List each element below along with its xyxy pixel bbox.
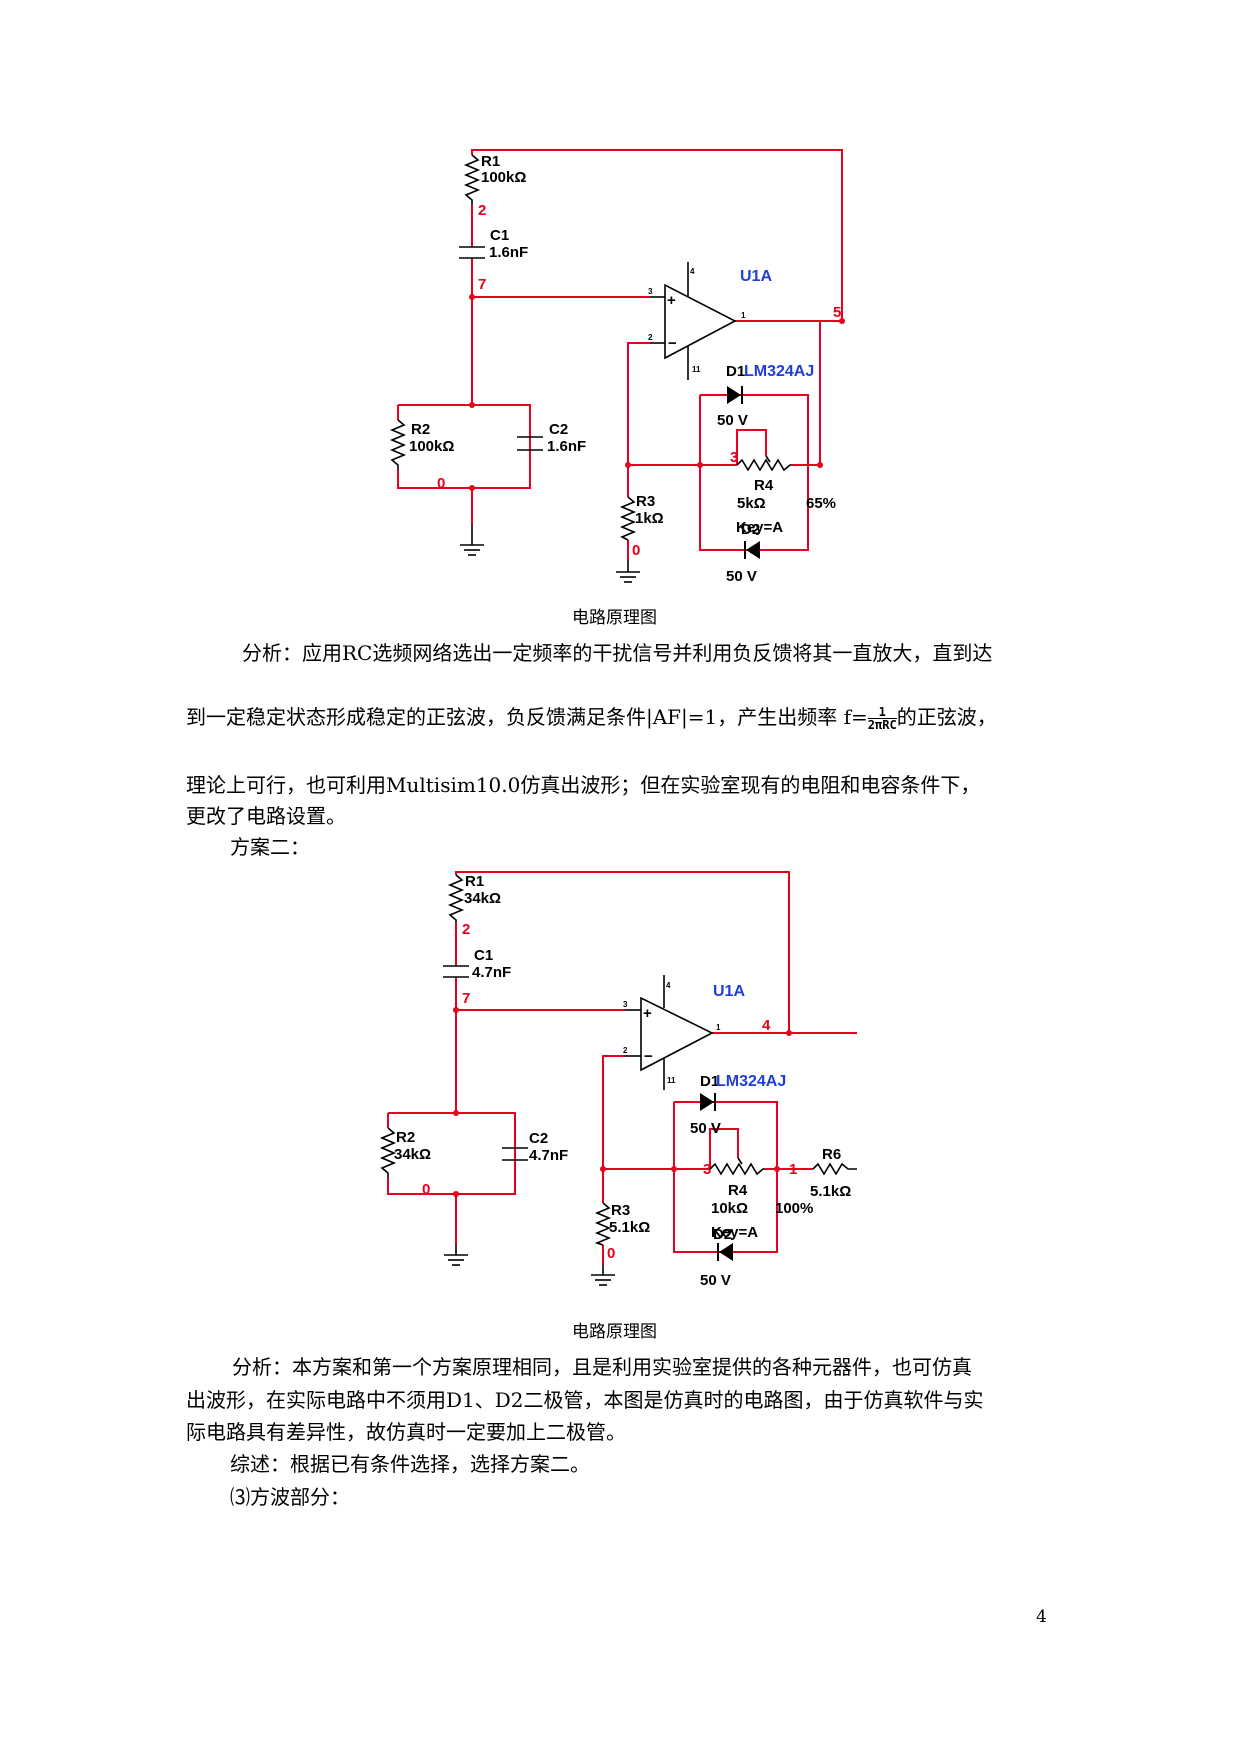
c2-r1-name: R1 bbox=[465, 873, 484, 890]
c1-r2-value: 100kΩ bbox=[409, 438, 454, 455]
c2-r4-value: 10kΩ bbox=[711, 1200, 748, 1217]
analysis1-line1: 分析：应用RC选频网络选出一定频率的干扰信号并利用负反馈将其一直放大，直到达 bbox=[242, 641, 993, 665]
c1-c2-name: C2 bbox=[549, 421, 568, 438]
c2-r2-name: R2 bbox=[396, 1129, 415, 1146]
c2-pin-3: 3 bbox=[623, 1000, 628, 1009]
c1-u1a: U1A bbox=[740, 268, 772, 285]
c1-node-3: 3 bbox=[730, 449, 738, 466]
section3-heading: ⑶方波部分： bbox=[230, 1485, 350, 1509]
figure-caption-1: 电路原理图 bbox=[572, 608, 657, 628]
c1-c2-value: 1.6nF bbox=[547, 438, 586, 455]
c2-r4-percent: 100% bbox=[775, 1200, 813, 1217]
c2-node-3: 3 bbox=[703, 1161, 711, 1178]
c2-plus: + bbox=[643, 1005, 652, 1022]
c2-r2-value: 34kΩ bbox=[394, 1146, 431, 1163]
circuit-diagram-2: R1 34kΩ 2 C1 4.7nF 7 4 3 2 1 11 + − U1A … bbox=[379, 871, 857, 1289]
formula-numerator: 1 bbox=[867, 706, 897, 719]
scheme2-heading: 方案二： bbox=[230, 835, 310, 859]
analysis1-line2-post: 的正弦波， bbox=[896, 705, 997, 729]
c1-d1: D1 bbox=[726, 363, 745, 380]
c1-r4-value: 5kΩ bbox=[737, 495, 766, 512]
page-number: 4 bbox=[1036, 1607, 1047, 1627]
analysis2-line1: 分析：本方案和第一个方案原理相同，且是利用实验室提供的各种元器件，也可仿真 bbox=[232, 1355, 972, 1379]
c2-r6-name: R6 bbox=[822, 1146, 841, 1163]
c1-node-0b: 0 bbox=[632, 542, 640, 559]
c1-r4-percent: 65% bbox=[806, 495, 836, 512]
c1-d1-volt: 50 V bbox=[717, 412, 748, 429]
c1-r1-value: 100kΩ bbox=[481, 169, 526, 186]
c2-r3-value: 5.1kΩ bbox=[609, 1219, 650, 1236]
c2-d2: D2 bbox=[713, 1226, 732, 1243]
c1-pin-2: 2 bbox=[648, 333, 653, 342]
c1-d2: D2 bbox=[741, 521, 760, 538]
c1-pin-3: 3 bbox=[648, 287, 653, 296]
c1-node-2: 2 bbox=[478, 202, 486, 219]
c2-c1-value: 4.7nF bbox=[472, 964, 511, 981]
c2-r6-value: 5.1kΩ bbox=[810, 1183, 851, 1200]
c1-pin-1: 1 bbox=[741, 311, 746, 320]
c2-opamp-model: LM324AJ bbox=[716, 1073, 786, 1090]
c2-node-1: 1 bbox=[789, 1161, 797, 1178]
c2-minus: − bbox=[644, 1048, 653, 1065]
c2-node-2: 2 bbox=[462, 921, 470, 938]
figure-caption-2: 电路原理图 bbox=[572, 1322, 657, 1342]
c1-r2-name: R2 bbox=[411, 421, 430, 438]
summary-text: 综述：根据已有条件选择，选择方案二。 bbox=[230, 1452, 590, 1476]
c2-d1-volt: 50 V bbox=[690, 1120, 721, 1137]
c2-node-0b: 0 bbox=[607, 1245, 615, 1262]
c1-node-5: 5 bbox=[833, 304, 841, 321]
analysis1-line2-pre: 到一定稳定状态形成稳定的正弦波，负反馈满足条件|AF|=1，产生出频率 f= bbox=[186, 705, 868, 729]
c1-node-0a: 0 bbox=[437, 475, 445, 492]
c2-pin-4: 4 bbox=[666, 981, 671, 990]
analysis2-line2: 出波形，在实际电路中不须用D1、D2二极管，本图是仿真时的电路图，由于仿真软件与… bbox=[186, 1388, 984, 1412]
c2-pin-11: 11 bbox=[667, 1076, 676, 1085]
c2-r4-key: Key=A bbox=[711, 1224, 758, 1241]
c2-pin-1: 1 bbox=[716, 1023, 721, 1032]
analysis1-line4: 更改了电路设置。 bbox=[186, 804, 346, 828]
c2-r1-value: 34kΩ bbox=[464, 890, 501, 907]
c2-node-7: 7 bbox=[462, 990, 470, 1007]
c2-node-4: 4 bbox=[762, 1017, 771, 1034]
c2-pin-2: 2 bbox=[623, 1046, 628, 1055]
c1-d2-volt: 50 V bbox=[726, 568, 757, 585]
c1-pin-4: 4 bbox=[690, 267, 695, 276]
circuit-diagram-1: R1 100kΩ 2 C1 1.6nF 7 4 3 2 1 11 + − U1A… bbox=[389, 149, 845, 585]
c1-r4-key: Key=A bbox=[736, 519, 783, 536]
c2-c2-name: C2 bbox=[529, 1130, 548, 1147]
c1-pin-11: 11 bbox=[692, 365, 701, 374]
c2-r4-name: R4 bbox=[728, 1182, 748, 1199]
c1-c1-name: C1 bbox=[490, 227, 509, 244]
c1-r3-value: 1kΩ bbox=[635, 510, 664, 527]
c1-r3-name: R3 bbox=[636, 493, 655, 510]
c1-opamp-model: LM324AJ bbox=[744, 363, 814, 380]
c2-u1a: U1A bbox=[713, 983, 745, 1000]
analysis1-line3: 理论上可行，也可利用Multisim10.0仿真出波形；但在实验室现有的电阻和电… bbox=[186, 773, 981, 797]
c1-r4-name: R4 bbox=[754, 477, 774, 494]
c1-node-7: 7 bbox=[478, 276, 486, 293]
formula-denominator: 2πRC bbox=[867, 718, 897, 732]
c2-c1-name: C1 bbox=[474, 947, 493, 964]
c2-d1: D1 bbox=[700, 1073, 719, 1090]
c1-plus: + bbox=[667, 292, 676, 309]
c2-d2-volt: 50 V bbox=[700, 1272, 731, 1289]
c2-r3-name: R3 bbox=[611, 1202, 630, 1219]
analysis2-line3: 际电路具有差异性，故仿真时一定要加上二极管。 bbox=[186, 1420, 626, 1444]
c2-c2-value: 4.7nF bbox=[529, 1147, 568, 1164]
c1-r1-name: R1 bbox=[481, 153, 500, 170]
c1-c1-value: 1.6nF bbox=[489, 244, 528, 261]
c2-node-0a: 0 bbox=[422, 1181, 430, 1198]
c1-minus: − bbox=[668, 335, 677, 352]
